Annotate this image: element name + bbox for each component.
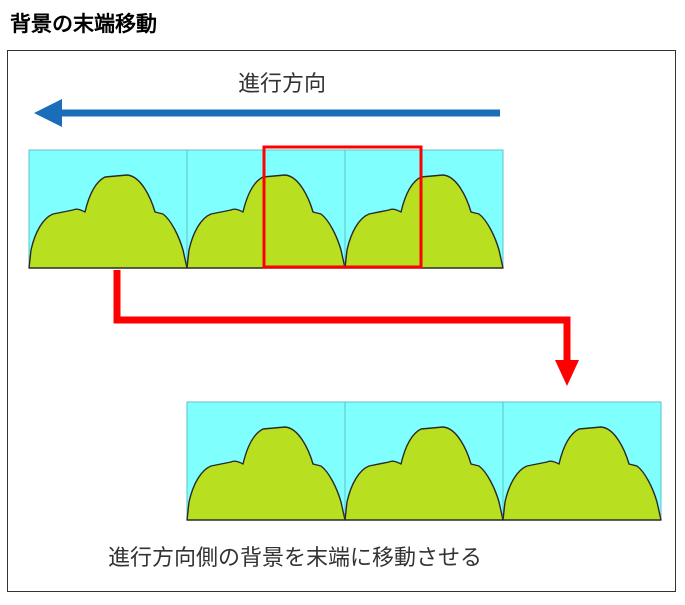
view-frame-highlight [262,145,423,269]
direction-label: 進行方向 [238,72,327,97]
bottom-background-row [186,401,662,521]
top-background-row [28,149,504,269]
diagram-frame [7,50,676,592]
bottom-tile-3 [502,401,662,521]
bottom-tile-1 [186,401,346,521]
move-arrow [113,270,579,386]
top-tile-2 [186,149,346,269]
top-tile-3 [344,149,504,269]
direction-arrow [34,99,500,127]
page-title: 背景の末端移動 [10,12,157,36]
caption: 進行方向側の背景を末端に移動させる [108,546,483,571]
bottom-tile-2 [344,401,504,521]
top-tile-1 [28,149,188,269]
